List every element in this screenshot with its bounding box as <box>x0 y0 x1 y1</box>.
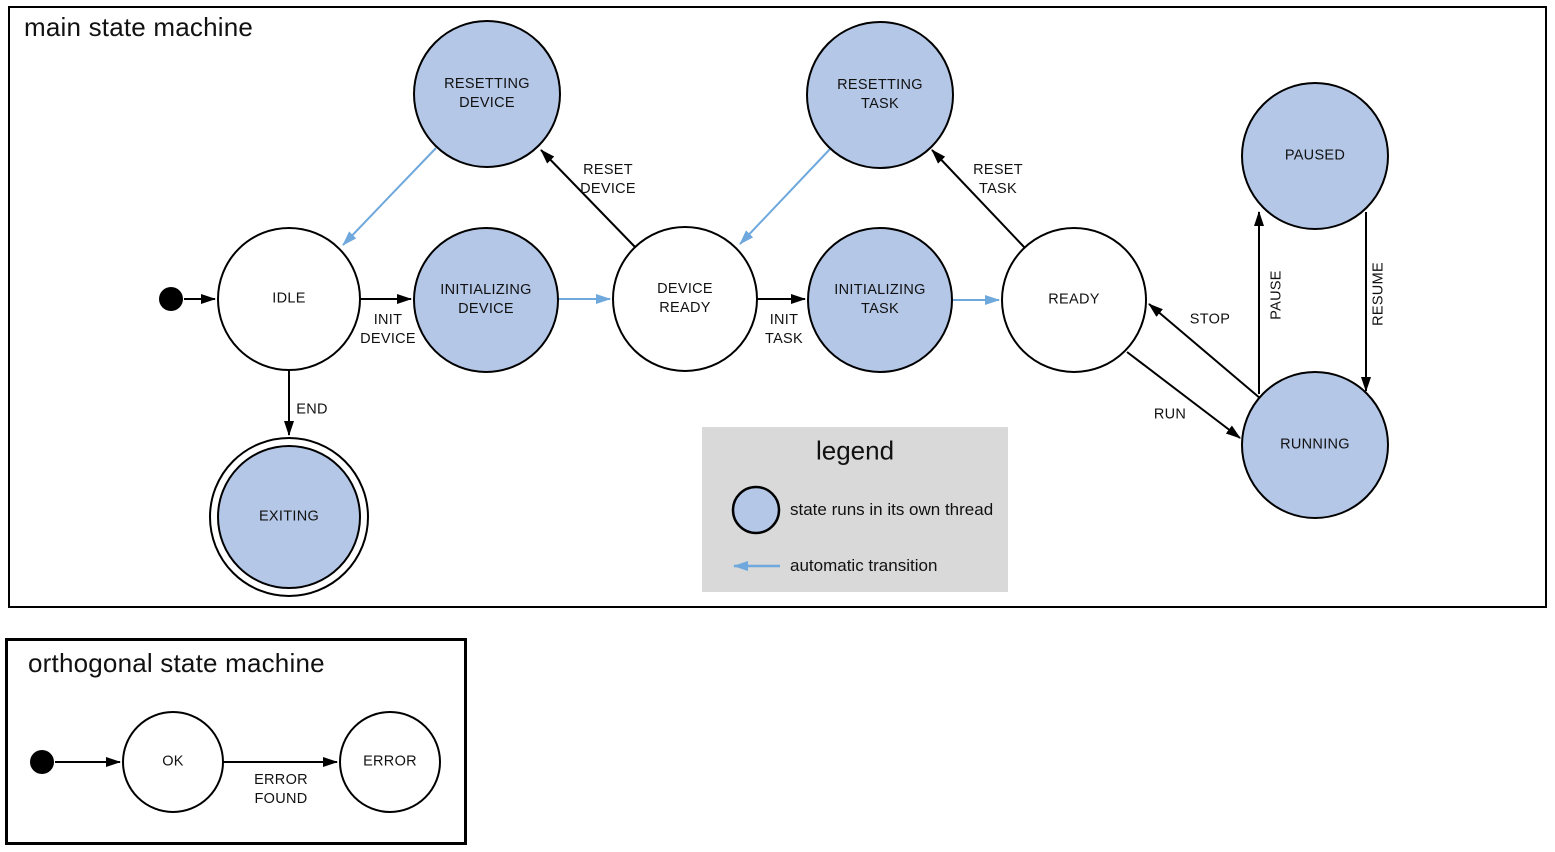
orthogonal-machine-frame <box>5 638 467 845</box>
state-device-ready <box>612 226 758 372</box>
state-initializing-task <box>807 227 953 373</box>
label-line: READY <box>659 300 711 316</box>
state-label-resetting-device: RESETTING DEVICE <box>444 75 530 113</box>
auto-transition-resetting-device-to-idle-arrow <box>342 147 437 246</box>
label-line: DEVICE <box>580 181 636 197</box>
transition-label-init-device: INIT DEVICE <box>360 311 416 349</box>
state-label-idle: IDLE <box>272 290 306 307</box>
label-line: FOUND <box>254 791 308 807</box>
label-line: DEVICE <box>360 331 416 347</box>
state-label-running: RUNNING <box>1280 436 1350 453</box>
label-line: INIT <box>373 312 403 328</box>
initial-state-dot-orthogonal <box>30 750 54 774</box>
state-label-resetting-task: RESETTING TASK <box>837 76 923 114</box>
legend-thread-state-label: state runs in its own thread <box>790 500 994 519</box>
transition-reset-task-arrow <box>931 149 1026 249</box>
state-label-initializing-task: INITIALIZING TASK <box>834 281 925 319</box>
legend-thread-state-circle <box>731 485 781 535</box>
transition-stop-arrow <box>1148 303 1262 400</box>
label-line: RESET <box>973 162 1023 178</box>
state-label-ready: READY <box>1048 291 1100 308</box>
label-line: INIT <box>769 312 799 328</box>
transition-label-run: RUN <box>1153 406 1187 423</box>
transition-label-init-task: INIT TASK <box>765 311 803 349</box>
state-paused <box>1241 82 1389 230</box>
transition-label-reset-device: RESET DEVICE <box>580 161 636 199</box>
label-line: DEVICE <box>459 95 515 111</box>
label-line: TASK <box>979 181 1017 197</box>
state-label-paused: PAUSED <box>1284 147 1346 164</box>
label-line: RESETTING <box>444 76 530 92</box>
state-label-error: ERROR <box>363 753 417 770</box>
label-line: TASK <box>860 301 899 317</box>
transition-label-stop: STOP <box>1189 311 1231 328</box>
initial-state-dot-main <box>159 287 183 311</box>
transition-label-error-found: ERROR FOUND <box>254 771 308 809</box>
transition-label-pause: PAUSE <box>1268 270 1285 320</box>
state-resetting-device <box>413 20 561 168</box>
label-line: RESETTING <box>837 77 923 93</box>
state-label-initializing-device: INITIALIZING DEVICE <box>440 281 531 319</box>
label-line: DEVICE <box>657 281 713 297</box>
label-line: DEVICE <box>458 301 514 317</box>
state-running <box>1241 371 1389 519</box>
label-line: RESET <box>583 162 633 178</box>
transition-reset-device-arrow <box>540 149 636 248</box>
state-label-device-ready: DEVICE READY <box>657 280 713 318</box>
orthogonal-machine-title: orthogonal state machine <box>28 648 325 678</box>
main-machine-title: main state machine <box>24 12 254 42</box>
legend-title: legend <box>815 435 895 466</box>
transition-label-end: END <box>296 401 328 418</box>
label-line: INITIALIZING <box>440 282 532 298</box>
transition-label-resume: RESUME <box>1370 262 1387 326</box>
auto-transition-resetting-task-to-device-ready-arrow <box>739 148 831 245</box>
legend-automatic-transition-label: automatic transition <box>790 556 938 575</box>
state-label-exiting: EXITING <box>258 508 320 525</box>
state-ok <box>122 711 224 813</box>
main-machine-frame <box>8 6 1547 608</box>
state-error <box>339 711 441 813</box>
state-initializing-device <box>413 227 559 373</box>
state-resetting-task <box>806 21 954 169</box>
transition-run-arrow <box>1126 351 1241 439</box>
label-line: TASK <box>861 96 899 112</box>
state-exiting <box>217 445 361 589</box>
transition-label-reset-task: RESET TASK <box>973 161 1023 199</box>
state-label-ok: OK <box>162 753 184 770</box>
label-line: INITIALIZING <box>834 282 926 298</box>
label-line: ERROR <box>254 772 308 788</box>
label-line: TASK <box>765 331 803 347</box>
state-ready <box>1001 227 1147 373</box>
state-idle <box>217 227 361 371</box>
